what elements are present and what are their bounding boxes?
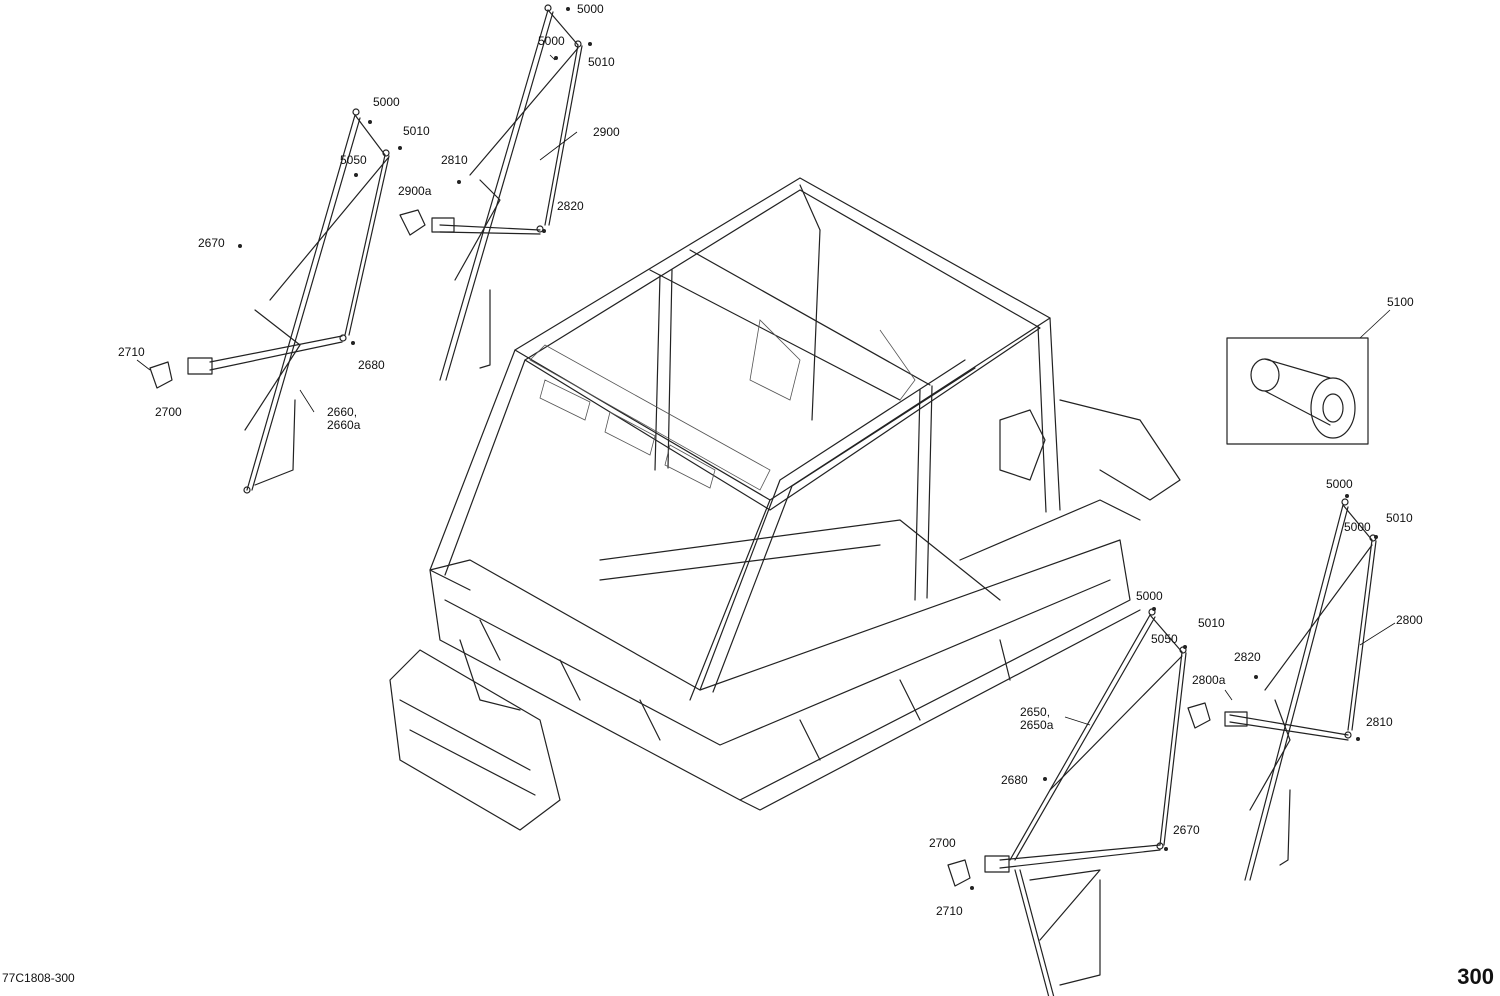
leader-lines <box>136 54 1396 726</box>
door-frame-2900-drawing <box>399 4 583 381</box>
callout-2710-a: 2710 <box>118 345 145 359</box>
callout-5010-b: 5010 <box>403 124 430 138</box>
callout-2900a: 2900a <box>398 184 432 198</box>
callout-2820-a: 2820 <box>557 199 584 213</box>
callout-2900: 2900 <box>593 125 620 139</box>
inset-part-5100 <box>1226 309 1391 445</box>
door-frame-2660-drawing <box>149 108 390 494</box>
callout-2680-b: 2680 <box>1001 773 1028 787</box>
callout-5050-b: 5050 <box>1151 632 1178 646</box>
callout-2810-b: 2810 <box>1366 715 1393 729</box>
callout-2820-b: 2820 <box>1234 650 1261 664</box>
page-number: 300 <box>1457 964 1494 989</box>
callout-2650a: 2650a <box>1020 718 1054 732</box>
callout-2670-a: 2670 <box>198 236 225 250</box>
callout-2660a: 2660a <box>327 418 361 432</box>
callout-5050-a: 5050 <box>340 153 367 167</box>
callout-5000-b: 5000 <box>538 34 565 48</box>
callout-2680-a: 2680 <box>358 358 385 372</box>
callout-labels: 5000 5000 5010 2900 2810 2900a 2820 5000… <box>118 2 1423 918</box>
callout-5000-d: 5000 <box>1326 477 1353 491</box>
callout-5100: 5100 <box>1387 295 1414 309</box>
callout-2800a: 2800a <box>1192 673 1226 687</box>
callout-5010-d: 5010 <box>1198 616 1225 630</box>
fastener-markers <box>238 7 1378 890</box>
door-frame-2800-drawing <box>1187 498 1377 881</box>
callout-2670-b: 2670 <box>1173 823 1200 837</box>
vehicle-frame-drawing <box>389 177 1181 831</box>
callout-5000-c: 5000 <box>373 95 400 109</box>
callout-2800: 2800 <box>1396 613 1423 627</box>
callout-5000-a: 5000 <box>577 2 604 16</box>
callout-2660: 2660, <box>327 405 357 419</box>
door-frame-2650-drawing <box>947 608 1187 996</box>
document-code: 77C1808-300 <box>2 971 75 985</box>
callout-2810-a: 2810 <box>441 153 468 167</box>
callout-5010-c: 5010 <box>1386 511 1413 525</box>
callout-2710-b: 2710 <box>936 904 963 918</box>
callout-5010-a: 5010 <box>588 55 615 69</box>
callout-5000-f: 5000 <box>1136 589 1163 603</box>
callout-2700-a: 2700 <box>155 405 182 419</box>
callout-5000-e: 5000 <box>1344 520 1371 534</box>
callout-2650: 2650, <box>1020 705 1050 719</box>
callout-2700-b: 2700 <box>929 836 956 850</box>
